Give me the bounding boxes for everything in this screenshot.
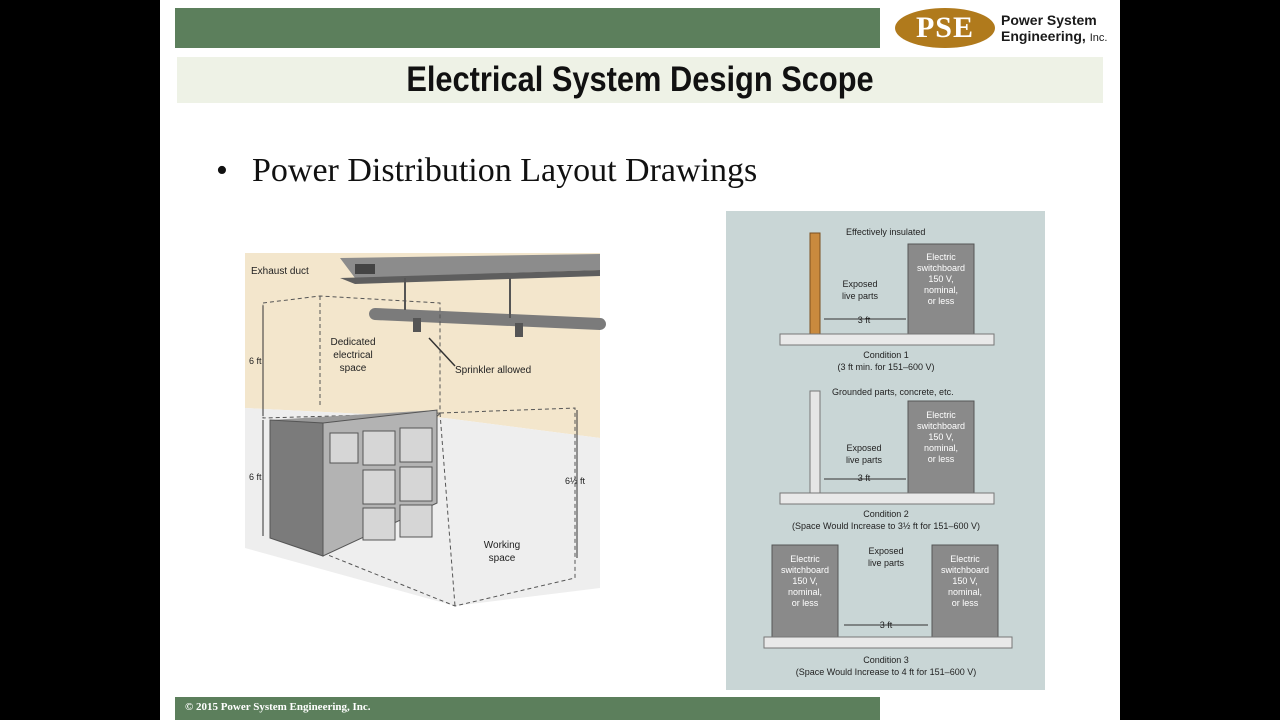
c3-distance-label: 3 ft [880, 620, 893, 630]
working-space-label-1: Working [484, 540, 521, 551]
sprinkler-label: Sprinkler allowed [455, 365, 531, 376]
c2-switchboard-5: or less [928, 454, 955, 464]
c1-distance-label: 3 ft [858, 315, 871, 325]
c2-exposed-label-2: live parts [846, 455, 883, 465]
c1-switchboard-1: Electric [926, 252, 956, 262]
c3-right-switchboard-1: Electric [950, 554, 980, 564]
header-bar [175, 8, 880, 48]
logo-mark: PSE [895, 8, 995, 48]
height-lower-label: 6 ft [249, 472, 262, 482]
company-logo: PSE Power System Engineering, Inc. [895, 8, 1110, 48]
c3-right-switchboard-5: or less [952, 598, 979, 608]
condition1-title: Condition 1 [863, 350, 909, 360]
c3-right-switchboard-2: switchboard [941, 565, 989, 575]
grounded-parts-label: Grounded parts, concrete, etc. [832, 387, 954, 397]
condition1-note: (3 ft min. for 151–600 V) [837, 362, 934, 372]
c1-switchboard-5: or less [928, 296, 955, 306]
working-height-label: 6½ ft [565, 476, 586, 486]
logo-name-line2: Engineering, [1001, 28, 1086, 44]
c1-exposed-label-2: live parts [842, 291, 879, 301]
c3-left-switchboard-1: Electric [790, 554, 820, 564]
working-space-label-2: space [489, 553, 516, 564]
c3-right-switchboard-3: 150 V, [952, 576, 977, 586]
c2-exposed-label-1: Exposed [846, 443, 881, 453]
bullet-dot-icon: • [216, 152, 228, 189]
dedicated-space-label-3: space [340, 363, 367, 374]
footer-bar: © 2015 Power System Engineering, Inc. [175, 697, 880, 720]
c3-right-switchboard-4: nominal, [948, 587, 982, 597]
c2-switchboard-3: 150 V, [928, 432, 953, 442]
condition2-note: (Space Would Increase to 3½ ft for 151–6… [792, 521, 980, 531]
effectively-insulated-label: Effectively insulated [846, 227, 925, 237]
dedicated-space-illustration: Exhaust duct Dedicated electrical space … [245, 248, 610, 610]
c3-left-switchboard-3: 150 V, [792, 576, 817, 586]
slide: PSE Power System Engineering, Inc. Elect… [160, 0, 1120, 720]
copyright-text: © 2015 Power System Engineering, Inc. [185, 701, 371, 713]
title-band: Electrical System Design Scope [177, 57, 1103, 103]
c2-switchboard-4: nominal, [924, 443, 958, 453]
c3-left-switchboard-2: switchboard [781, 565, 829, 575]
c3-left-switchboard-5: or less [792, 598, 819, 608]
c3-exposed-label-2: live parts [868, 558, 905, 568]
height-upper-label: 6 ft [249, 356, 262, 366]
working-clearance-conditions-illustration: Effectively insulated Exposed live parts… [726, 211, 1045, 690]
c3-left-switchboard-4: nominal, [788, 587, 822, 597]
bullet-text: Power Distribution Layout Drawings [252, 152, 758, 189]
bullet-item: • Power Distribution Layout Drawings [216, 152, 757, 190]
exhaust-duct-label: Exhaust duct [251, 266, 309, 277]
logo-company-name: Power System Engineering, Inc. [1001, 12, 1107, 46]
c1-switchboard-4: nominal, [924, 285, 958, 295]
dedicated-space-label-2: electrical [333, 350, 372, 361]
condition2-title: Condition 2 [863, 509, 909, 519]
c2-distance-label: 3 ft [858, 473, 871, 483]
c3-exposed-label-1: Exposed [868, 546, 903, 556]
logo-name-suffix: Inc. [1089, 32, 1108, 44]
dedicated-space-label-1: Dedicated [330, 337, 375, 348]
slide-title: Electrical System Design Scope [406, 60, 874, 99]
condition3-title: Condition 3 [863, 655, 909, 665]
c1-exposed-label-1: Exposed [842, 279, 877, 289]
condition3-note: (Space Would Increase to 4 ft for 151–60… [796, 667, 976, 677]
c1-switchboard-3: 150 V, [928, 274, 953, 284]
c2-switchboard-1: Electric [926, 410, 956, 420]
logo-name-line1: Power System [1001, 12, 1097, 28]
c1-switchboard-2: switchboard [917, 263, 965, 273]
c2-switchboard-2: switchboard [917, 421, 965, 431]
